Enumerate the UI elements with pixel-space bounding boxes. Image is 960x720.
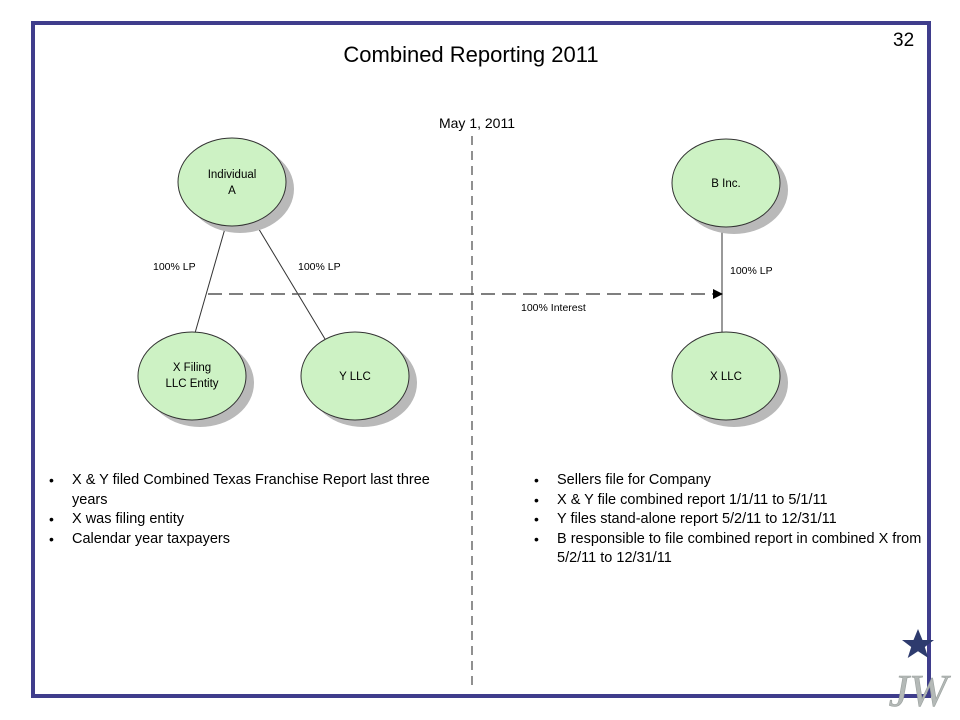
edge-label-a-to-y: 100% LP [298, 261, 341, 273]
node-x-filing: X Filing LLC Entity [137, 331, 254, 427]
node-b-inc-label: B Inc. [711, 178, 740, 190]
edge-label-interest: 100% Interest [521, 302, 586, 314]
company-logo: JW [888, 629, 951, 716]
list-item: Calendar year taxpayers [42, 530, 442, 550]
node-individual-a-line2: A [228, 185, 236, 197]
list-item: X was filing entity [42, 510, 442, 530]
node-b-inc: B Inc. [671, 138, 788, 234]
node-x-llc: X LLC [671, 331, 788, 427]
edge-label-a-to-x: 100% LP [153, 261, 196, 273]
edge-a-to-y-llc [253, 220, 326, 340]
node-x-llc-label: X LLC [710, 371, 742, 383]
node-x-filing-line2: LLC Entity [165, 378, 218, 390]
slide-frame [31, 21, 931, 698]
list-item: B responsible to file combined report in… [527, 530, 927, 569]
node-x-filing-line1: X Filing [173, 362, 211, 374]
list-item: X & Y filed Combined Texas Franchise Rep… [42, 471, 442, 510]
edge-a-to-x-filing [194, 224, 227, 334]
left-notes-list: X & Y filed Combined Texas Franchise Rep… [42, 471, 442, 549]
list-item: Y files stand-alone report 5/2/11 to 12/… [527, 510, 927, 530]
date-label: May 1, 2011 [439, 115, 515, 131]
right-notes-list: Sellers file for Company X & Y file comb… [527, 471, 927, 569]
list-item: X & Y file combined report 1/1/11 to 5/1… [527, 491, 927, 511]
list-item: Sellers file for Company [527, 471, 927, 491]
logo-letters: JW [889, 665, 951, 716]
slide-title: Combined Reporting 2011 [343, 42, 599, 67]
node-individual-a: Individual A [177, 137, 294, 233]
page-number: 32 [893, 30, 915, 51]
node-individual-a-line1: Individual [208, 169, 257, 181]
edge-label-b-to-x: 100% LP [730, 265, 773, 277]
node-y-llc: Y LLC [300, 331, 417, 427]
star-icon [902, 629, 934, 658]
node-y-llc-label: Y LLC [339, 371, 371, 383]
